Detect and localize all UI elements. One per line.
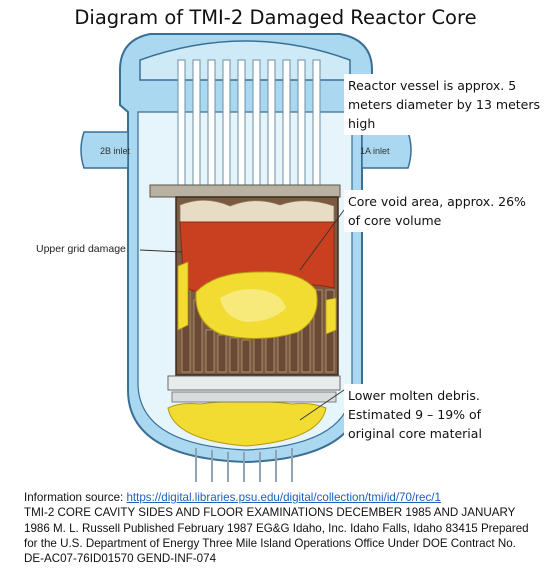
core-void-label: Core void area, approx. 26% of core volu… [344,190,532,232]
upper-plenum-plate [149,184,341,198]
source-prefix: Information source: [24,491,127,504]
page-title: Diagram of TMI-2 Damaged Reactor Core [74,6,477,29]
upper-rubble [179,199,335,223]
upper-grid-damage-label: Upper grid damage [36,243,126,255]
source-citation: Information source: https://digital.libr… [24,490,539,566]
instrument-tubes [195,448,293,482]
lower-grid [171,391,337,403]
control-rod-columns [177,59,321,191]
source-link[interactable]: https://digital.libraries.psu.edu/digita… [126,491,441,504]
inlet-1a-label: 1A inlet [360,146,390,156]
vessel-size-label: Reactor vessel is approx. 5 meters diame… [344,74,547,135]
leader-lines [139,209,345,421]
inlet-2b-label: 2B inlet [100,146,131,156]
molten-core-inner [220,289,286,322]
lower-core-support [167,375,341,391]
right-crust [325,297,337,335]
inlet-nozzle-2b [80,131,129,169]
source-body: TMI-2 CORE CAVITY SIDES AND FLOOR EXAMIN… [24,506,529,566]
left-crust [177,261,189,331]
lower-debris-label: Lower molten debris. Estimated 9 – 19% o… [344,384,532,445]
lower-molten-debris [167,400,327,447]
